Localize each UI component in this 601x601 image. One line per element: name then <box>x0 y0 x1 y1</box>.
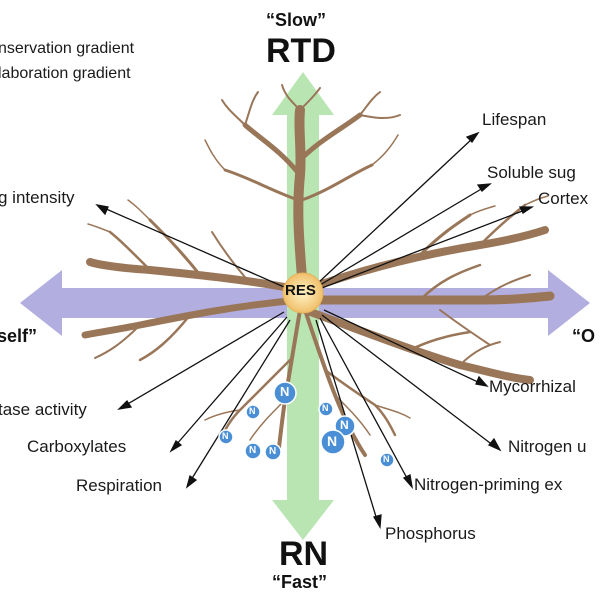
nitrogen-particle-icon <box>244 442 262 460</box>
nitrogen-particle-icon <box>334 415 356 437</box>
trait-soluble-sugar: Soluble sug <box>487 163 576 182</box>
trait-foraging-intensity: g intensity <box>0 188 75 207</box>
trait-nitrogen-priming: Nitrogen-priming ex <box>414 475 563 494</box>
trait-phosphorus: Phosphorus <box>385 524 476 543</box>
nitrogen-label: N <box>269 446 277 457</box>
trait-mycorrhizal: Mycorrhizal <box>489 377 576 396</box>
nitrogen-label: N <box>383 454 390 464</box>
trait-nitrogen-uptake: Nitrogen u <box>508 437 587 456</box>
nitrogen-particle-icon <box>218 429 234 445</box>
trait-carboxylates: Carboxylates <box>27 437 127 456</box>
nitrogen-particles <box>218 381 395 468</box>
trait-respiration: Respiration <box>76 476 162 495</box>
nitrogen-label: N <box>249 445 257 456</box>
res-node <box>282 272 324 314</box>
nitrogen-label: N <box>322 403 329 413</box>
leader-lines <box>95 131 535 530</box>
res-label: RES <box>285 282 316 299</box>
rn-label: RN <box>279 535 329 573</box>
nitrogen-particle-icon <box>273 381 297 405</box>
slow-quote: “Slow” <box>266 10 327 30</box>
nitrogen-particle-icon <box>320 429 346 455</box>
nitrogen-label: N <box>280 384 290 399</box>
right-quote: “O <box>572 326 596 346</box>
rtd-label: RTD <box>266 32 336 70</box>
nitrogen-label: N <box>340 418 349 432</box>
nitrogen-particle-icon <box>318 401 334 417</box>
conservation-gradient-label: nservation gradient <box>0 40 135 57</box>
trait-cortex: Cortex <box>538 189 589 208</box>
nitrogen-particle-icon <box>245 404 261 420</box>
nitrogen-label: N <box>249 406 256 416</box>
nitrogen-particle-icon <box>379 452 395 468</box>
collaboration-gradient-label: laboration gradient <box>0 65 131 82</box>
trait-phosphatase-activity: tase activity <box>0 400 87 419</box>
nitrogen-label: N <box>222 431 229 441</box>
nitrogen-label: N <box>327 433 338 449</box>
root-system-illustration <box>81 84 555 457</box>
left-quote: self” <box>0 326 38 346</box>
trait-lifespan: Lifespan <box>482 110 547 129</box>
nitrogen-particle-icon <box>264 443 282 461</box>
fast-quote: “Fast” <box>272 572 328 592</box>
